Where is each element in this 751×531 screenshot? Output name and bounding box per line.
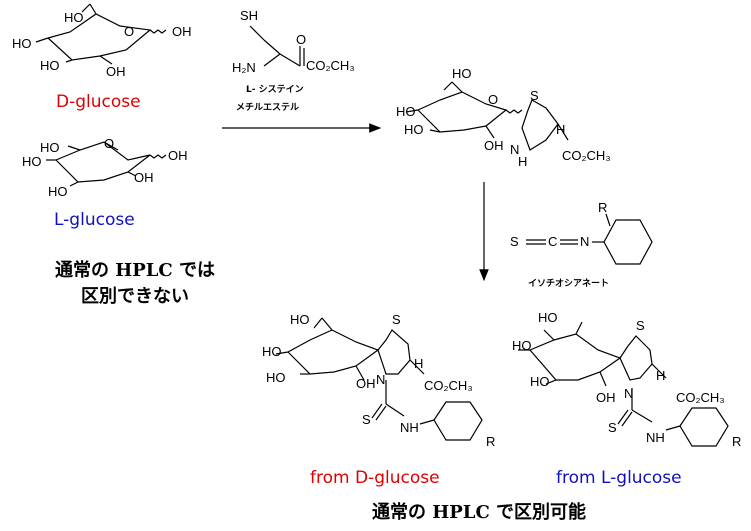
svg-text:OH: OH [106, 64, 126, 79]
svg-text:H₂N: H₂N [232, 60, 256, 75]
svg-text:H: H [656, 368, 665, 383]
svg-text:R: R [486, 434, 495, 449]
svg-text:SH: SH [240, 8, 258, 23]
svg-text:R: R [598, 200, 607, 215]
note-distinguishable: 通常の HPLC で区別可能 [372, 502, 587, 523]
d-glucose-label: D-glucose [56, 92, 141, 112]
svg-text:HO: HO [538, 310, 558, 325]
svg-text:HO: HO [452, 66, 472, 81]
svg-text:HO: HO [40, 140, 60, 155]
svg-text:OH: OH [484, 138, 504, 153]
svg-text:S: S [510, 234, 519, 249]
svg-text:HO: HO [530, 374, 550, 389]
svg-text:N: N [624, 386, 633, 401]
d-glucose-structure [35, 3, 167, 65]
reagent-cysteine-line2: メチルエステル [236, 103, 300, 113]
svg-text:HO: HO [64, 10, 84, 25]
isothiocyanate-structure [526, 213, 653, 265]
product-d-label: from D-glucose [310, 468, 440, 488]
svg-text:CO₂CH₃: CO₂CH₃ [676, 390, 725, 405]
svg-text:HO: HO [48, 184, 68, 199]
svg-text:HO: HO [266, 370, 286, 385]
svg-text:O: O [104, 136, 114, 151]
svg-text:NH: NH [400, 420, 419, 435]
svg-text:N: N [580, 234, 589, 249]
svg-text:HO: HO [404, 122, 424, 137]
svg-text:R: R [732, 434, 741, 449]
svg-text:OH: OH [134, 170, 154, 185]
l-glucose-structure [46, 141, 167, 187]
svg-text:HO: HO [12, 36, 32, 51]
svg-text:OH: OH [356, 376, 376, 391]
svg-text:HO: HO [40, 58, 60, 73]
svg-text:HO: HO [512, 338, 532, 353]
svg-text:S: S [362, 412, 371, 427]
svg-text:CO₂CH₃: CO₂CH₃ [562, 148, 611, 163]
svg-text:HO: HO [262, 344, 282, 359]
note-indistinguishable: 通常の HPLC では 区別できない [54, 260, 216, 307]
svg-text:O: O [296, 32, 306, 47]
svg-text:OH: OH [172, 24, 192, 39]
svg-text:O: O [124, 24, 134, 39]
svg-text:N: N [376, 372, 385, 387]
svg-text:S: S [608, 420, 617, 435]
svg-text:S: S [392, 312, 401, 327]
svg-text:S: S [530, 88, 539, 103]
thiazolidine-structure [405, 81, 569, 151]
reagent-cysteine-line1: L- システイン [246, 85, 304, 95]
atom-labels: HO HO HO OH OH HO HO HO OH OH O O SH H₂N… [12, 8, 741, 449]
svg-text:H: H [414, 356, 423, 371]
reagent-isothiocyanate: イソチオシアネート [528, 279, 610, 289]
svg-text:S: S [636, 318, 645, 333]
product-l-label: from L-glucose [556, 468, 682, 488]
svg-text:H: H [518, 154, 527, 169]
svg-text:HO: HO [290, 312, 310, 327]
svg-text:CO₂CH₃: CO₂CH₃ [306, 58, 355, 73]
svg-text:HO: HO [22, 154, 42, 169]
svg-text:OH: OH [168, 148, 188, 163]
l-glucose-label: L-glucose [54, 210, 135, 230]
cysteine-methyl-ester-structure [249, 25, 305, 67]
svg-text:NH: NH [646, 430, 665, 445]
svg-text:H: H [556, 122, 565, 137]
svg-text:HO: HO [396, 104, 416, 119]
svg-text:O: O [488, 92, 498, 107]
svg-text:OH: OH [596, 390, 616, 405]
svg-text:CO₂CH₃: CO₂CH₃ [424, 378, 473, 393]
product-l-structure [518, 321, 729, 447]
product-d-structure [275, 317, 483, 441]
svg-text:N: N [510, 142, 519, 157]
svg-text:C: C [548, 234, 557, 249]
